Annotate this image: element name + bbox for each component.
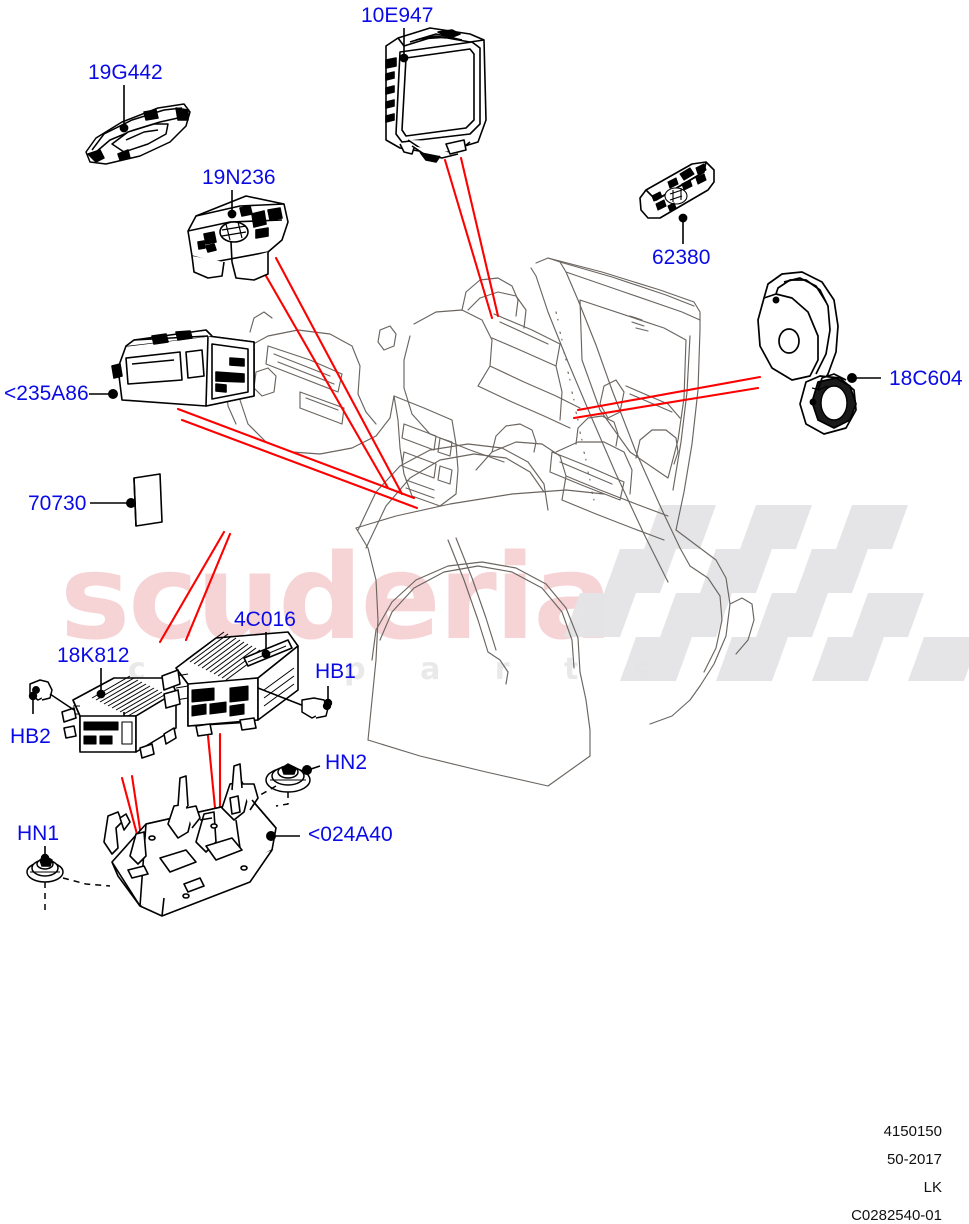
part-10E947-display — [385, 27, 487, 163]
footer-model-code: LK — [923, 1179, 942, 1196]
label-HN1[interactable]: HN1 — [17, 822, 60, 845]
leader-10E947 — [399, 28, 409, 63]
label-235A86[interactable]: <235A86 — [4, 382, 89, 405]
leader-lines-red — [120, 156, 762, 840]
label-4C016[interactable]: 4C016 — [234, 608, 296, 631]
footer-revision-date: 50-2017 — [886, 1151, 942, 1168]
part-024A40-bracket — [103, 763, 277, 917]
part-19G442-lamp — [85, 103, 191, 165]
footer-drawing-number: 4150150 — [883, 1123, 942, 1140]
label-70730[interactable]: 70730 — [28, 492, 87, 515]
label-HN2[interactable]: HN2 — [325, 751, 368, 774]
leader-62380 — [678, 213, 688, 244]
vehicle-interior-outline — [225, 257, 755, 787]
label-18K812[interactable]: 18K812 — [57, 644, 130, 667]
part-70730-blank-cover — [133, 473, 163, 527]
part-18K812-amplifier — [61, 675, 177, 759]
watermark-brand: scuderia — [60, 528, 613, 666]
leader-19N236 — [227, 190, 237, 219]
label-19G442[interactable]: 19G442 — [88, 61, 163, 84]
part-4C016-media-hub — [161, 631, 299, 737]
leader-HN2 — [301, 764, 321, 775]
label-62380[interactable]: 62380 — [652, 246, 711, 269]
leader-70730 — [90, 497, 137, 508]
label-19N236[interactable]: 19N236 — [202, 166, 276, 189]
leader-18K812 — [96, 668, 106, 699]
leader-4C016 — [261, 632, 271, 659]
label-18C604[interactable]: 18C604 — [889, 367, 963, 390]
part-62380-remote — [639, 161, 715, 219]
label-HB2[interactable]: HB2 — [10, 725, 51, 748]
footer-catalog-code: C0282540-01 — [851, 1207, 942, 1224]
label-024A40[interactable]: <024A40 — [308, 823, 393, 846]
leader-HB2 — [28, 691, 38, 714]
label-HB1[interactable]: HB1 — [315, 660, 356, 683]
leader-18C604 — [846, 372, 881, 383]
part-235A86-aux-panel — [111, 329, 255, 407]
leader-024A40 — [265, 830, 300, 841]
leader-HB1 — [323, 686, 333, 708]
leader-235A86 — [89, 388, 119, 399]
leader-HN1 — [40, 846, 50, 863]
label-10E947[interactable]: 10E947 — [361, 4, 434, 27]
part-19N236-switchpack — [187, 195, 289, 281]
part-HN1-nut — [26, 855, 111, 910]
part-HN2-nut — [249, 763, 311, 807]
leader-19G442 — [119, 85, 129, 133]
part-18C604-headphones — [757, 271, 857, 435]
checkered-flag-watermark — [564, 505, 969, 681]
